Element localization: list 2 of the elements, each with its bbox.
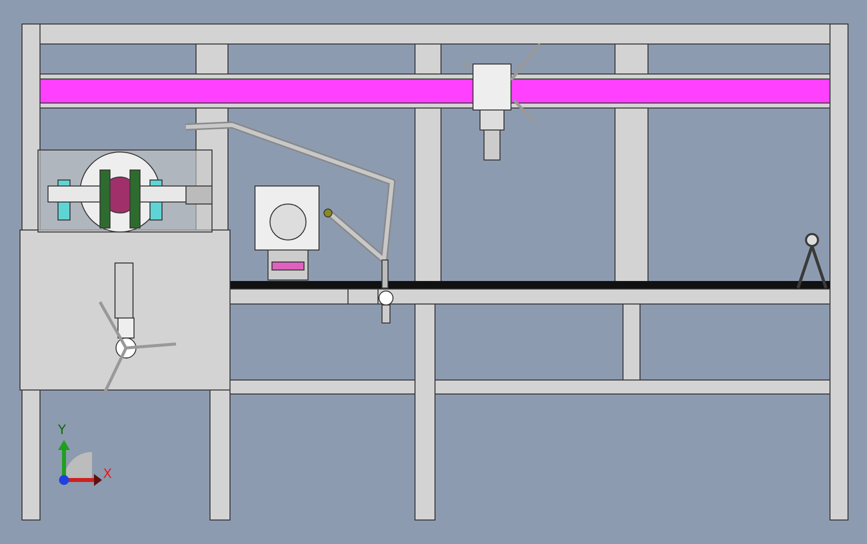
axis-label: X <box>103 468 112 482</box>
axis-label: Y <box>58 424 66 438</box>
